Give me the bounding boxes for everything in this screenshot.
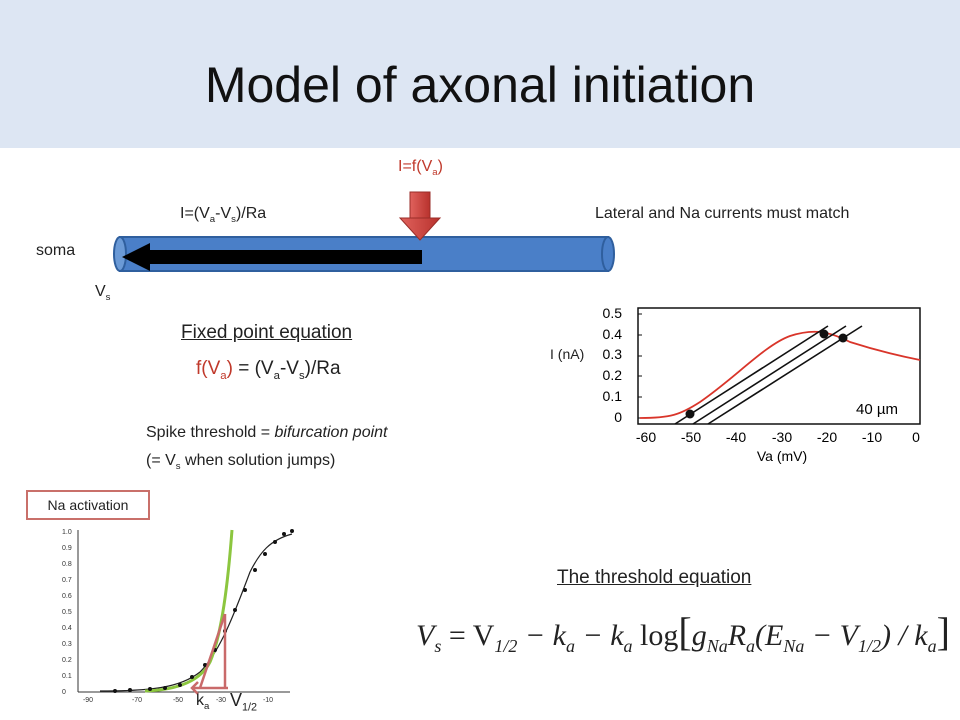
fixed-point-dot xyxy=(819,329,829,339)
na-ytick: 0.6 xyxy=(62,593,72,600)
na-xtick: -90 xyxy=(83,697,93,704)
na-activation-yticks: 1.0 0.9 0.8 0.7 0.6 0.5 0.4 0.3 0.2 0.1 … xyxy=(62,529,72,696)
slide-title: Model of axonal initiation xyxy=(204,57,756,113)
ka-label: ka xyxy=(196,692,210,713)
na-current-arrow xyxy=(398,191,442,241)
na-ytick: 0 xyxy=(62,689,66,696)
vhalf-label: V1/2 xyxy=(230,690,258,714)
iv-plot-xlabel: Va (mV) xyxy=(757,448,807,464)
threshold-equation: Vs = V1/2 − ka − ka log[gNaRa(ENa − V1/2… xyxy=(416,609,950,656)
na-activation-plot: 1.0 0.9 0.8 0.7 0.6 0.5 0.4 0.3 0.2 0.1 … xyxy=(62,529,294,704)
na-ytick: 0.9 xyxy=(62,545,72,552)
fixed-point-dot xyxy=(838,333,848,343)
iv-plot-annotation: 40 µm xyxy=(856,401,898,418)
soma-label: soma xyxy=(36,242,76,259)
iv-plot: 0.5 0.4 0.3 0.2 0.1 0 40 µm -60 -50 -40 … xyxy=(603,305,921,464)
na-xtick: -70 xyxy=(132,697,142,704)
na-ytick: 0.4 xyxy=(62,625,72,632)
lateral-current-line xyxy=(674,325,829,425)
na-xtick: -10 xyxy=(263,697,273,704)
lateral-current-line xyxy=(692,325,847,425)
iv-ytick: 0.2 xyxy=(603,367,623,383)
na-activation-label: Na activation xyxy=(26,490,150,520)
iv-ytick: 0.3 xyxy=(603,346,623,362)
na-ytick: 1.0 xyxy=(62,529,72,536)
iv-ytick: 0.1 xyxy=(603,388,623,404)
na-ytick: 0.8 xyxy=(62,561,72,568)
na-xtick: -30 xyxy=(216,697,226,704)
exponential-fit-curve xyxy=(144,529,234,693)
na-ytick: 0.3 xyxy=(62,641,72,648)
iv-plot-frame xyxy=(637,307,921,425)
iv-xtick: -30 xyxy=(772,429,792,445)
na-ytick: 0.2 xyxy=(62,657,72,664)
iv-xtick: -40 xyxy=(726,429,746,445)
lateral-current-line xyxy=(707,325,863,425)
fixed-point-heading: Fixed point equation xyxy=(181,322,353,343)
na-current-label: I=f(Va) xyxy=(398,158,443,179)
iv-plot-xticks: -60 -50 -40 -30 -20 -10 0 xyxy=(636,429,920,445)
spike-threshold-line1: Spike threshold = bifurcation point xyxy=(146,424,388,441)
threshold-equation-heading: The threshold equation xyxy=(557,567,752,588)
iv-xtick: 0 xyxy=(912,429,920,445)
iv-xtick: -50 xyxy=(681,429,701,445)
na-xtick: -50 xyxy=(173,697,183,704)
iv-ytick: 0.4 xyxy=(603,326,623,342)
fixed-point-dot xyxy=(685,409,695,419)
axon-diagram xyxy=(113,191,615,272)
iv-xtick: -20 xyxy=(817,429,837,445)
currents-match-text: Lateral and Na currents must match xyxy=(595,205,850,222)
vs-label: Vs xyxy=(95,283,111,304)
iv-ytick: 0 xyxy=(614,409,622,425)
spike-threshold-line2: (= Vs when solution jumps) xyxy=(146,452,336,473)
fixed-point-equation: f(Va) = (Va-Vs)/Ra xyxy=(196,358,341,382)
na-ytick: 0.7 xyxy=(62,577,72,584)
na-activation-xticks: -90 -70 -50 -30 -10 xyxy=(83,697,273,704)
iv-ytick: 0.5 xyxy=(603,305,623,321)
na-ytick: 0.1 xyxy=(62,673,72,680)
boltzmann-fit-curve xyxy=(99,533,293,692)
title-bar xyxy=(0,0,960,148)
iv-xtick: -60 xyxy=(636,429,656,445)
na-current-curve xyxy=(639,330,921,419)
iv-xtick: -10 xyxy=(862,429,882,445)
lateral-current-label: I=(Va-Vs)/Ra xyxy=(180,205,267,226)
iv-plot-yticks: 0.5 0.4 0.3 0.2 0.1 0 xyxy=(603,305,623,425)
na-ytick: 0.5 xyxy=(62,609,72,616)
lateral-current-arrow xyxy=(122,243,422,271)
iv-plot-ylabel: I (nA) xyxy=(550,346,585,362)
ka-triangle-marker xyxy=(190,613,228,695)
